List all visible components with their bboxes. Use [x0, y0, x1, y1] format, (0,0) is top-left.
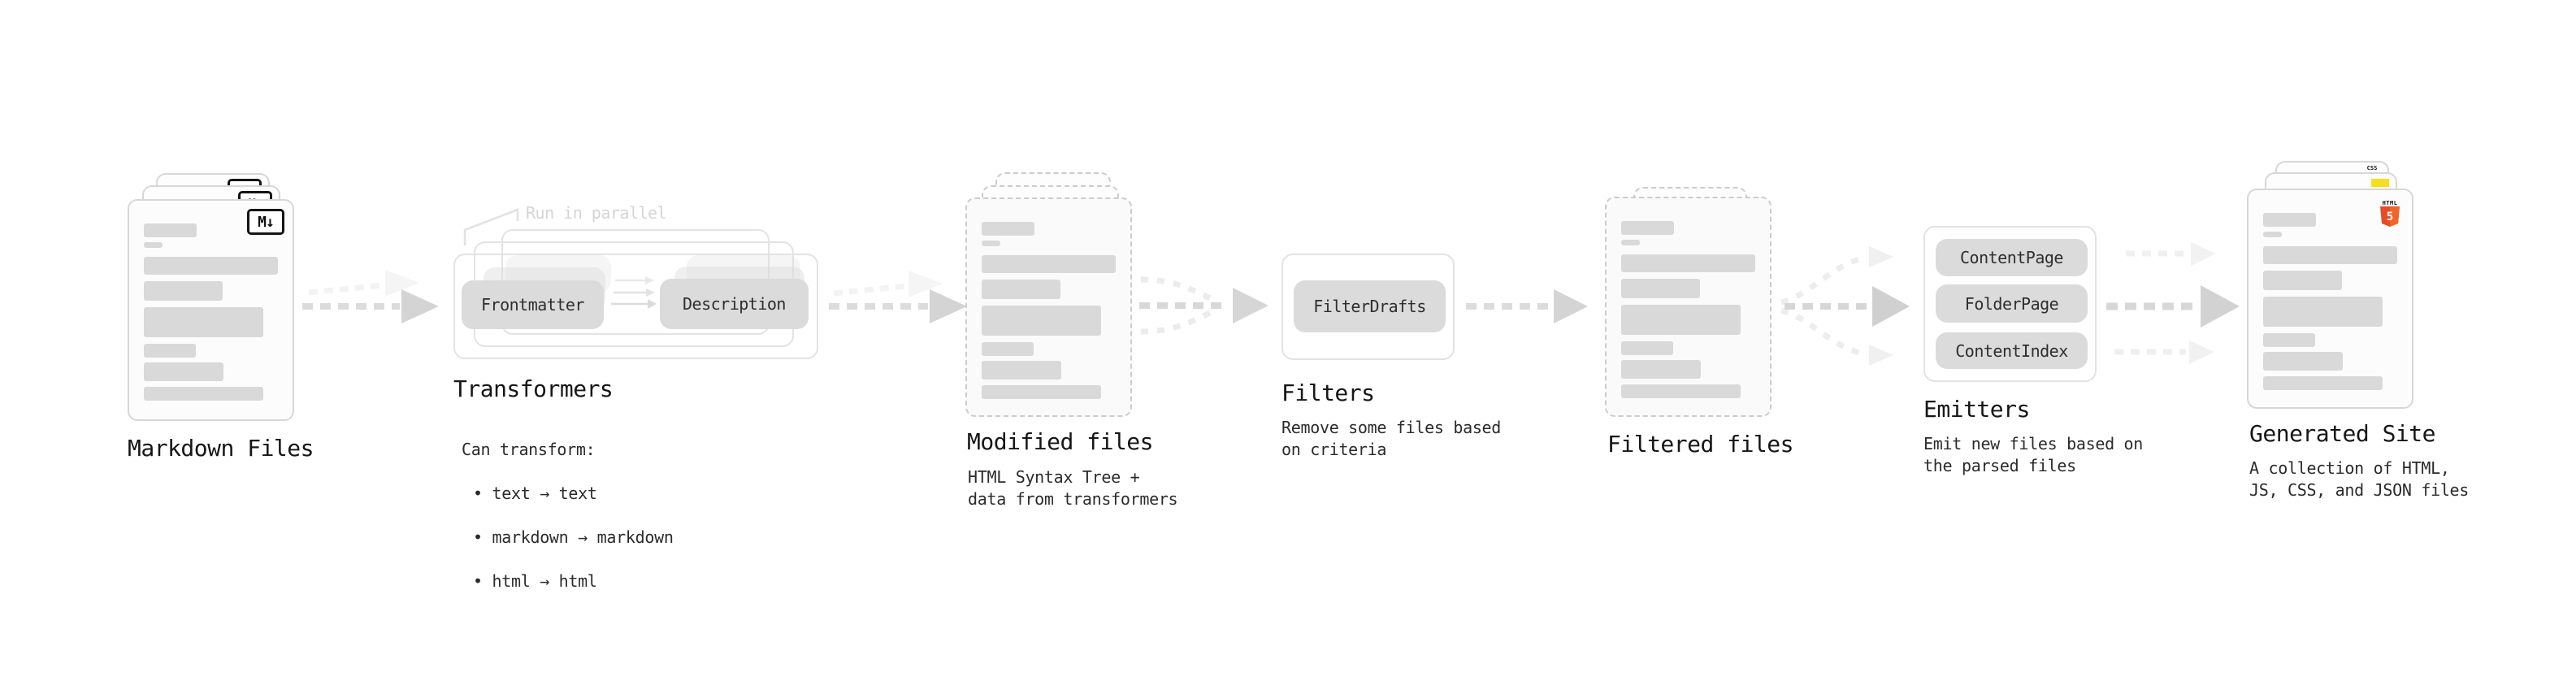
stage-filtered-files: Filtered files — [1605, 187, 1816, 479]
transformers-description: Can transform: text → text markdown → ma… — [462, 417, 674, 614]
contentpage-pill: ContentPage — [1936, 239, 2088, 276]
document-placeholder-lines — [1621, 198, 1755, 415]
filterdrafts-pill: FilterDrafts — [1294, 280, 1446, 332]
modified-files-label: Modified files — [967, 428, 1154, 455]
filters-description: Remove some files based on criteria — [1281, 418, 1502, 459]
modified-files-description: HTML Syntax Tree + data from transformer… — [968, 467, 1178, 509]
filtered-file-card — [1605, 197, 1772, 417]
document-placeholder-lines — [144, 201, 278, 419]
stage-generated-site: CSS HTML 5 — [2247, 161, 2483, 502]
transform-bullet: text → text — [462, 483, 674, 505]
transform-bullet: markdown → markdown — [462, 527, 673, 549]
css-icon-label: CSS — [2366, 165, 2378, 171]
markdown-file-card: M↓ — [128, 199, 294, 421]
js-icon — [2371, 179, 2389, 187]
filters-label: Filters — [1281, 380, 1375, 406]
transformers-description-heading: Can transform: — [462, 440, 596, 459]
markdown-icon: M↓ — [247, 209, 284, 235]
stage-emitters: ContentPage FolderPage ContentIndex Emit… — [1923, 226, 2175, 494]
markdown-files-label: Markdown Files — [128, 435, 314, 462]
document-placeholder-lines — [2263, 190, 2397, 407]
arrow-transformers-to-modified — [829, 289, 967, 323]
frontmatter-pill: Frontmatter — [462, 280, 604, 329]
description-pill: Description — [660, 279, 809, 329]
transform-bullet: html → html — [462, 570, 674, 592]
emitters-label: Emitters — [1923, 396, 2030, 423]
stage-filters: FilterDrafts Filters Remove some files b… — [1281, 254, 1525, 481]
filtered-file-stack — [1605, 187, 1772, 417]
transformer-frame-front — [453, 254, 818, 359]
contentindex-pill: ContentIndex — [1936, 332, 2088, 369]
html5-icon: HTML 5 — [2379, 200, 2400, 229]
transformers-label: Transformers — [453, 375, 614, 402]
emitters-description: Emit new files based on the parsed files — [1923, 434, 2144, 475]
arrow-transformers-to-modified-ghost — [833, 271, 943, 297]
modified-file-card — [965, 197, 1132, 417]
run-in-parallel-annotation: Run in parallel — [526, 203, 667, 223]
stage-modified-files: Modified files HTML Syntax Tree + data f… — [965, 172, 1193, 514]
modified-file-stack — [965, 172, 1132, 417]
folderpage-pill: FolderPage — [1936, 284, 2088, 323]
markdown-file-stack: M↓ M↓ M↓ — [128, 173, 294, 421]
generated-site-description: A collection of HTML, JS, CSS, and JSON … — [2249, 458, 2470, 500]
filters-frame: FilterDrafts — [1281, 254, 1455, 360]
generated-site-label: Generated Site — [2249, 420, 2436, 447]
stage-transformers: Run in parallel Frontmatter Description … — [453, 203, 835, 591]
generated-site-stack: CSS HTML 5 — [2247, 161, 2413, 409]
svg-text:5: 5 — [2387, 210, 2393, 223]
emitters-frame: ContentPage FolderPage ContentIndex — [1923, 226, 2097, 382]
stage-markdown-files: M↓ M↓ M↓ Markdown Files — [128, 173, 339, 482]
html5-shield: 5 — [2380, 206, 2400, 227]
document-placeholder-lines — [982, 199, 1116, 415]
html-file-card: HTML 5 — [2247, 189, 2413, 409]
html5-icon-label: HTML — [2382, 200, 2398, 206]
filtered-files-label: Filtered files — [1607, 431, 1794, 458]
